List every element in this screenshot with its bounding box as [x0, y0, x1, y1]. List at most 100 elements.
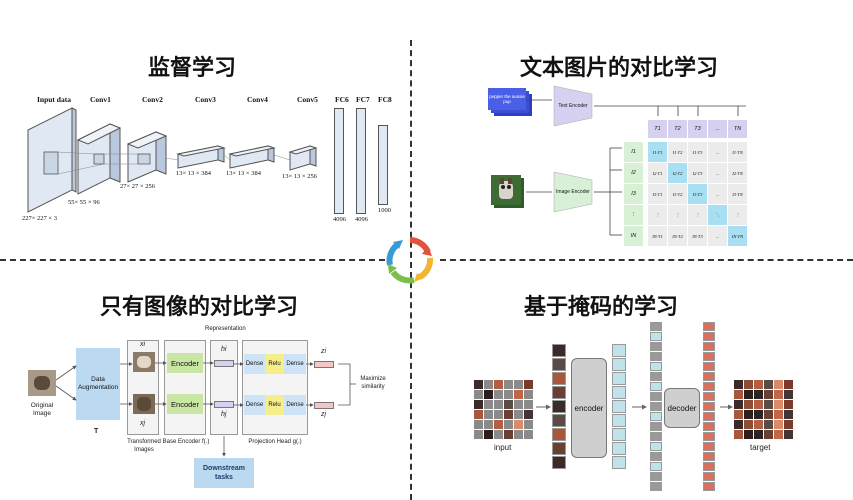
layer-label: Conv2	[142, 95, 163, 104]
patch	[734, 390, 743, 399]
cat-image	[28, 370, 56, 396]
base-encoder-label: Base Encoder f(.)	[162, 439, 210, 445]
matrix-cell: I2·T3	[688, 163, 707, 183]
token	[703, 342, 715, 351]
projection-head-label: Projection Head g(.)	[248, 439, 302, 445]
patch	[524, 420, 533, 429]
text-token: T2	[668, 120, 687, 138]
text-token: T3	[688, 120, 707, 138]
title-image-only: 只有图像的对比学习	[100, 295, 299, 320]
token	[552, 442, 566, 455]
dense-box: Dense	[284, 354, 306, 374]
token	[703, 442, 715, 451]
encoder-box-top: Encoder	[167, 353, 203, 373]
simclr-connectors	[55, 361, 356, 457]
patch	[744, 390, 753, 399]
token	[703, 472, 715, 481]
token	[650, 382, 662, 391]
matrix-cell: I1·T3	[688, 142, 707, 162]
patch	[484, 430, 493, 439]
mae-arrows	[536, 404, 733, 410]
matrix-cell: I3·T3	[688, 184, 707, 204]
patch	[474, 420, 483, 429]
patch	[744, 420, 753, 429]
patch	[504, 430, 513, 439]
text-token: ...	[708, 120, 727, 138]
patch	[754, 410, 763, 419]
representation-label: Representation	[205, 326, 246, 332]
image-token: I3	[624, 184, 643, 204]
input-grid	[474, 380, 534, 440]
dim-label: 27× 27 × 256	[120, 183, 155, 190]
token	[650, 462, 662, 471]
patch	[514, 410, 523, 419]
patch	[734, 400, 743, 409]
layer-label: FC7	[356, 95, 370, 104]
patch	[774, 420, 783, 429]
token	[552, 386, 566, 399]
patch	[494, 420, 503, 429]
clip-connectors	[526, 99, 746, 236]
token	[650, 352, 662, 361]
patch	[524, 380, 533, 389]
token	[650, 392, 662, 401]
patch	[764, 410, 773, 419]
dim-label: 55× 55 × 96	[68, 199, 100, 206]
layer-label: Conv4	[247, 95, 268, 104]
encoder-block: encoder	[571, 358, 607, 458]
matrix-cell: I2·TN	[728, 163, 747, 183]
patch	[764, 430, 773, 439]
hi-vector	[214, 360, 234, 367]
encoded-strip	[612, 344, 626, 470]
t-label: T	[94, 428, 99, 435]
patch	[474, 380, 483, 389]
matrix-cell: I3·T2	[668, 184, 687, 204]
layer-label: FC6	[335, 95, 349, 104]
layer-label: Input data	[37, 95, 71, 104]
dense-box: Dense	[244, 395, 265, 415]
patch	[784, 390, 793, 399]
cat-crop-1	[133, 352, 155, 372]
token	[552, 344, 566, 357]
token	[650, 362, 662, 371]
token	[650, 432, 662, 441]
token	[703, 412, 715, 421]
patch	[734, 380, 743, 389]
token	[650, 452, 662, 461]
image-encoder-shape	[553, 171, 593, 213]
token	[650, 472, 662, 481]
visible-patches-strip	[552, 344, 566, 470]
zi-label: zi	[321, 348, 327, 355]
patch	[754, 400, 763, 409]
fc8-bar	[378, 125, 388, 205]
token	[612, 414, 626, 427]
token	[552, 372, 566, 385]
text-encoder-shape	[553, 85, 593, 127]
token	[612, 358, 626, 371]
transformed-images-label: Transformed Images	[127, 439, 161, 453]
patch	[774, 430, 783, 439]
layer-label: FC8	[378, 95, 392, 104]
patch	[474, 390, 483, 399]
decoder-block: decoder	[664, 388, 700, 428]
horizontal-separator-right	[440, 259, 853, 261]
patch	[484, 400, 493, 409]
target-grid	[734, 380, 794, 440]
zi-vector	[314, 361, 334, 368]
token	[703, 432, 715, 441]
text-token: TN	[728, 120, 747, 138]
fc6-bar	[334, 108, 344, 214]
patch	[784, 380, 793, 389]
token	[703, 352, 715, 361]
relu-box: Relu	[265, 354, 284, 374]
token	[703, 332, 715, 341]
matrix-cell: ...	[708, 226, 727, 246]
patch	[734, 410, 743, 419]
dim-label: 13× 13 × 384	[176, 170, 211, 177]
matrix-cell: IN·T1	[648, 226, 667, 246]
representation-panel	[210, 340, 238, 435]
patch	[484, 390, 493, 399]
token	[703, 392, 715, 401]
token	[703, 362, 715, 371]
